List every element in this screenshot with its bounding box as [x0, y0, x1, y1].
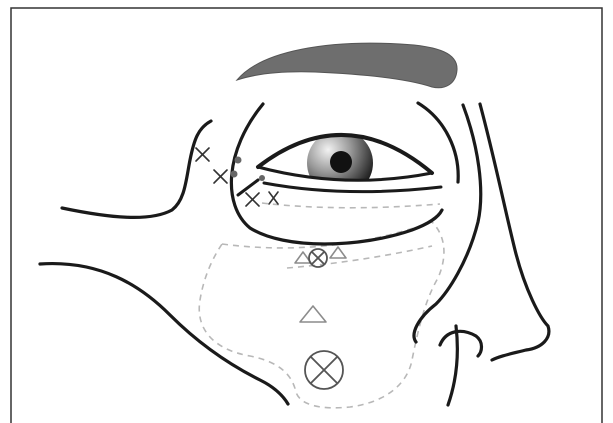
eye — [238, 130, 441, 196]
circle-x-marker-icon — [305, 351, 343, 389]
triangle-marker-icon — [300, 306, 326, 322]
inner-canthus-line — [238, 180, 258, 195]
pupil — [330, 151, 352, 173]
dashed-region — [199, 203, 444, 408]
circle-x-marker-icon — [309, 249, 327, 267]
x-mark-icon — [246, 193, 259, 206]
nasolabial-line — [448, 326, 457, 405]
temple-line — [62, 121, 211, 217]
dot-marker-icon — [259, 175, 265, 181]
lower-lid-crease — [264, 183, 441, 192]
nostril-line — [440, 331, 482, 356]
triangle-marker-icon — [330, 247, 346, 258]
triangle-markers — [295, 247, 346, 322]
nose-outer-line — [480, 104, 549, 360]
eyebrow — [237, 43, 457, 88]
x-mark-icon — [214, 170, 227, 183]
dot-marker-icon — [231, 171, 238, 178]
x-mark-icon — [196, 148, 209, 161]
dashed-lower-lid-line — [262, 203, 440, 208]
dot-marker-icon — [235, 157, 242, 164]
x-mark-icon — [269, 192, 278, 204]
cheek-contour — [40, 264, 288, 404]
